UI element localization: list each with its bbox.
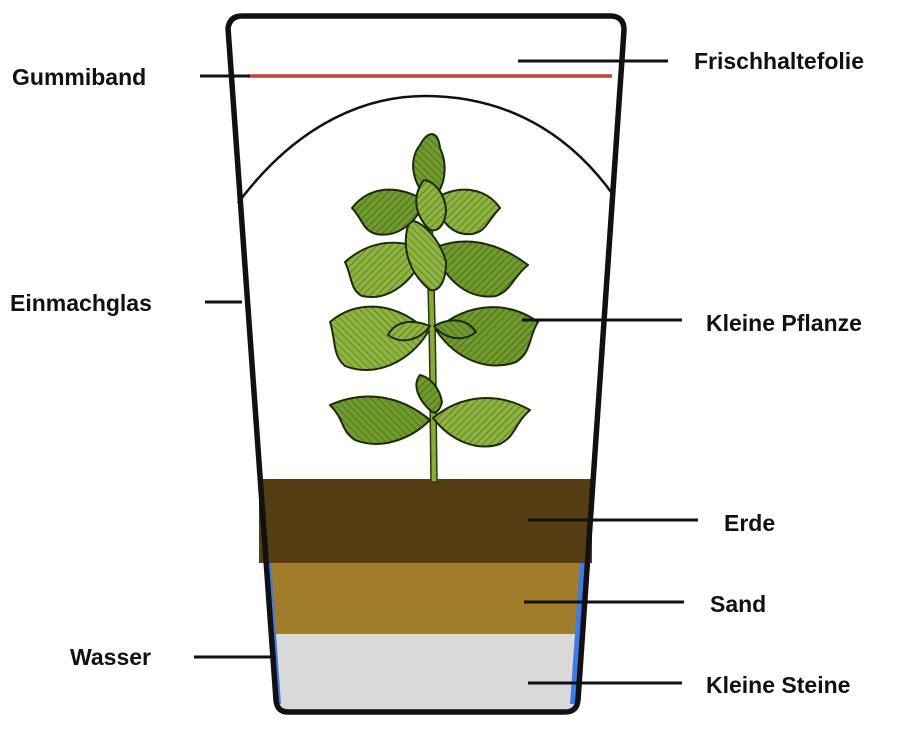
leaf-top-right-hatching <box>436 189 500 235</box>
label-gummiband: Gummiband <box>12 64 147 90</box>
leaf-upper-center-hatching <box>405 220 446 291</box>
jar-layers <box>230 561 624 712</box>
plant <box>329 133 539 483</box>
leaf-lower-right-hatching <box>433 398 530 447</box>
leaf-upper-left-hatching <box>345 242 426 297</box>
label-sand: Sand <box>710 591 767 617</box>
label-wasser: Wasser <box>70 644 151 670</box>
water-right <box>570 562 586 704</box>
leader-lines <box>194 59 698 685</box>
sand-layer <box>230 561 624 634</box>
leaf-upper-right-hatching <box>434 241 528 297</box>
leaf-middle-small-left-hatching <box>388 321 430 341</box>
label-einmachglas: Einmachglas <box>10 290 152 316</box>
label-erde: Erde <box>724 510 776 536</box>
label-kleine-steine: Kleine Steine <box>706 672 851 698</box>
leaf-lower-left-hatching <box>330 396 430 444</box>
leaf-lower-center-hatching <box>416 375 442 413</box>
label-kleine-pflanze: Kleine Pflanze <box>706 310 862 336</box>
leaf-top-left-hatching <box>352 189 424 235</box>
stones-layer <box>230 630 624 712</box>
cling-film-dome <box>236 94 616 204</box>
label-frischhaltefolie: Frischhaltefolie <box>694 48 864 74</box>
leaf-middle-small-right-hatching <box>434 320 476 339</box>
leaf-top-front-hatching <box>416 180 446 231</box>
jar-outline <box>225 13 627 715</box>
